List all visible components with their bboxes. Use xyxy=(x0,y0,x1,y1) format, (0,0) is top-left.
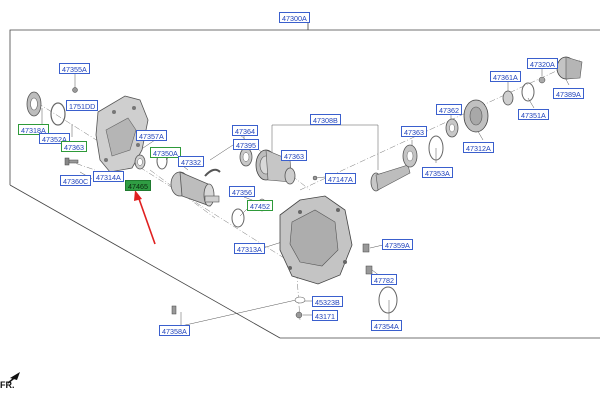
callout-47395[interactable]: 47395 xyxy=(233,139,259,150)
seal-47465 xyxy=(134,154,146,170)
front-arrow-icon xyxy=(7,372,20,384)
callout-47354A[interactable]: 47354A xyxy=(371,320,402,331)
small-bolt-top xyxy=(72,87,78,93)
callout-47356[interactable]: 47356 xyxy=(229,186,255,197)
callout-47782[interactable]: 47782 xyxy=(371,274,397,285)
callout-47362[interactable]: 47362 xyxy=(436,104,462,115)
nut-47320A xyxy=(538,76,546,84)
callout-47147A[interactable]: 47147A xyxy=(325,173,356,184)
callout-47353A[interactable]: 47353A xyxy=(422,167,453,178)
center-lines xyxy=(27,59,581,321)
clip-47395 xyxy=(204,168,221,177)
callout-47363-left[interactable]: 47363 xyxy=(61,141,87,152)
bearing-47363 xyxy=(284,167,296,185)
callout-47308B[interactable]: 47308B xyxy=(310,114,341,125)
callout-47313A[interactable]: 47313A xyxy=(234,243,265,254)
o-ring-47351A xyxy=(521,82,535,102)
callout-47452[interactable]: 47452 xyxy=(247,200,273,211)
callout-47364[interactable]: 47364 xyxy=(232,125,258,136)
o-ring-47452 xyxy=(231,208,245,228)
highlight-arrow xyxy=(134,190,156,245)
callout-47350A[interactable]: 47350A xyxy=(150,147,181,158)
rear-cover-47312A xyxy=(463,99,489,133)
callout-47300A[interactable]: 47300A xyxy=(279,12,310,23)
callout-47332[interactable]: 47332 xyxy=(178,156,204,167)
callout-47359A[interactable]: 47359A xyxy=(382,239,413,250)
gasket-45323B xyxy=(294,296,306,304)
callout-47361A[interactable]: 47361A xyxy=(490,71,521,82)
ring-47364 xyxy=(239,147,253,167)
o-ring-47353A xyxy=(428,135,444,161)
left-seal-ring xyxy=(26,91,42,117)
seal-47362 xyxy=(445,118,459,138)
callout-43171[interactable]: 43171 xyxy=(312,310,338,321)
callout-47358A[interactable]: 47358A xyxy=(159,325,190,336)
o-ring-47354A xyxy=(378,286,398,314)
flange-47389A xyxy=(556,56,583,80)
callout-1751DD[interactable]: 1751DD xyxy=(66,100,99,111)
callout-47360C[interactable]: 47360C xyxy=(60,175,92,186)
bearing-right-47363 xyxy=(402,144,418,168)
transfer-cover xyxy=(95,95,149,173)
callout-47312A[interactable]: 47312A xyxy=(463,142,494,153)
callout-45323B[interactable]: 45323B xyxy=(312,296,343,307)
output-shaft xyxy=(170,171,220,207)
plug-47782 xyxy=(365,265,373,275)
plug-47359A xyxy=(362,243,370,253)
assembly-frame xyxy=(9,20,600,339)
ring-47361A xyxy=(502,90,514,106)
callout-47351A[interactable]: 47351A xyxy=(518,109,549,120)
callout-47352A[interactable]: 47352A xyxy=(39,133,70,144)
small-bolt-center xyxy=(312,175,318,181)
transfer-case-housing xyxy=(279,195,353,285)
callout-47363-center[interactable]: 47363 xyxy=(281,150,307,161)
callout-47357A[interactable]: 47357A xyxy=(136,130,167,141)
bolt-47358A xyxy=(171,305,177,315)
callout-47389A[interactable]: 47389A xyxy=(553,88,584,99)
front-direction-label: FR. xyxy=(0,380,15,390)
callout-47318A[interactable]: 47318A xyxy=(18,124,49,135)
callout-47363-right[interactable]: 47363 xyxy=(401,126,427,137)
nut-43171 xyxy=(295,311,303,319)
callout-47320A[interactable]: 47320A xyxy=(527,58,558,69)
pinion-shaft xyxy=(370,164,411,192)
callout-47355A[interactable]: 47355A xyxy=(59,63,90,74)
bolt-left xyxy=(64,157,79,166)
callout-47314A[interactable]: 47314A xyxy=(93,171,124,182)
o-ring-left xyxy=(50,102,66,126)
callout-47465-highlighted[interactable]: 47465 xyxy=(125,180,151,191)
